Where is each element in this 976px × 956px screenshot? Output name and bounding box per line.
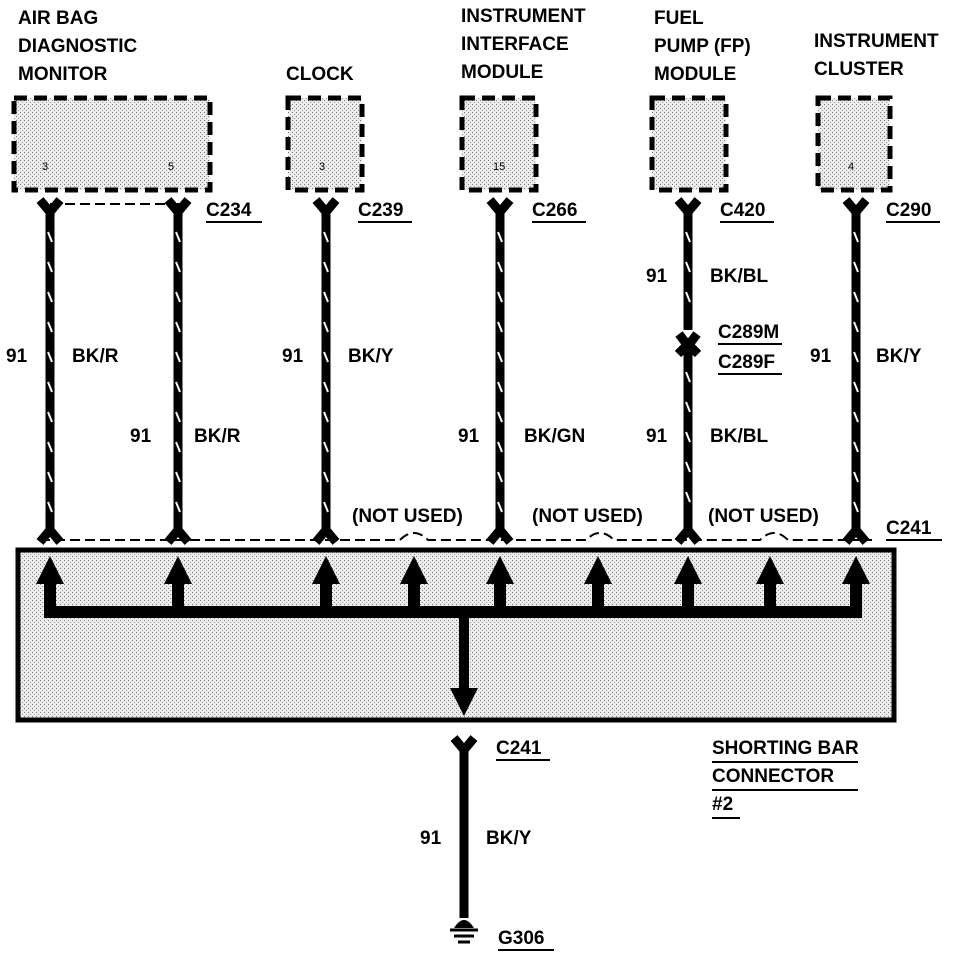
iim-label-1: INSTRUMENT	[461, 6, 586, 27]
w5b-circuit: 91	[646, 426, 668, 447]
w5a-color: BK/BL	[710, 266, 768, 287]
wire-airbag-pin3	[36, 197, 64, 545]
w1-color: BK/R	[72, 346, 119, 367]
clock-pin-3: 3	[319, 161, 325, 173]
airbag-pin-5: 5	[168, 161, 174, 173]
w4-color: BK/GN	[524, 426, 585, 447]
connector-c266: C266	[532, 200, 577, 221]
clock-label: CLOCK	[286, 64, 354, 85]
w6-circuit: 91	[810, 346, 832, 367]
wire-airbag-pin5	[164, 197, 192, 545]
w5a-circuit: 91	[646, 266, 668, 287]
cluster-label-1: INSTRUMENT	[814, 31, 939, 52]
w3-circuit: 91	[282, 346, 304, 367]
cluster-label-2: CLUSTER	[814, 59, 904, 80]
iim-label-3: MODULE	[461, 62, 543, 83]
ground-g306: G306	[498, 928, 544, 949]
fp-label-1: FUEL	[654, 8, 704, 29]
shorting-bar-output-arrow	[450, 688, 478, 716]
w2-circuit: 91	[130, 426, 152, 447]
fp-label-3: MODULE	[654, 64, 736, 85]
connector-c241-top: C241	[886, 518, 932, 539]
airbag-label-1: AIR BAG	[18, 8, 98, 29]
cluster-pin-4: 4	[848, 161, 854, 173]
shorting-bar-connector	[15, 547, 897, 723]
wire-clock	[312, 197, 340, 545]
ground-color: BK/Y	[486, 828, 532, 849]
shorting-bar-label-2: CONNECTOR	[712, 766, 834, 787]
airbag-pin-3: 3	[42, 161, 48, 173]
instrument-cluster: INSTRUMENT CLUSTER 4 C290	[814, 31, 940, 223]
w1-circuit: 91	[6, 346, 28, 367]
connector-c239: C239	[358, 200, 403, 221]
iim-label-2: INTERFACE	[461, 34, 569, 55]
not-used-2: (NOT USED)	[532, 506, 643, 527]
airbag-diagnostic-monitor: AIR BAG DIAGNOSTIC MONITOR 3 5 C234	[11, 8, 262, 223]
wire-iim	[486, 197, 514, 545]
fp-box	[649, 95, 729, 193]
w2-color: BK/R	[194, 426, 241, 447]
w6-color: BK/Y	[876, 346, 922, 367]
shorting-bar-label-1: SHORTING BAR	[712, 738, 859, 759]
wire-cluster	[842, 197, 870, 545]
airbag-box	[11, 95, 213, 193]
airbag-label-2: DIAGNOSTIC	[18, 36, 138, 57]
iim-box	[459, 95, 539, 193]
clock-module: CLOCK 3 C239	[285, 64, 412, 223]
clock-box	[285, 95, 365, 193]
iim-pin-15: 15	[493, 161, 505, 173]
connector-c241-bottom: C241	[496, 738, 542, 759]
w4-circuit: 91	[458, 426, 480, 447]
w5b-color: BK/BL	[710, 426, 768, 447]
fp-label-2: PUMP (FP)	[654, 36, 751, 57]
shorting-bar-label-3: #2	[712, 794, 733, 815]
ground-symbol-icon	[450, 920, 478, 944]
w3-color: BK/Y	[348, 346, 394, 367]
not-used-3: (NOT USED)	[708, 506, 819, 527]
connector-c290: C290	[886, 200, 931, 221]
instrument-interface-module: INSTRUMENT INTERFACE MODULE 15 C266	[459, 6, 586, 223]
airbag-label-3: MONITOR	[18, 64, 108, 85]
wire-fp-upper	[674, 197, 702, 354]
fuel-pump-module: FUEL PUMP (FP) MODULE C420	[649, 8, 774, 223]
ground-circuit: 91	[420, 828, 442, 849]
not-used-1: (NOT USED)	[352, 506, 463, 527]
connector-c420: C420	[720, 200, 765, 221]
connector-c234: C234	[206, 200, 252, 221]
wire-fp-lower	[674, 337, 702, 545]
connector-c289f: C289F	[718, 352, 775, 373]
cluster-box	[815, 95, 893, 193]
wire-ticks	[47, 231, 859, 893]
wire-ground	[450, 735, 478, 918]
connector-c289m: C289M	[718, 322, 779, 343]
